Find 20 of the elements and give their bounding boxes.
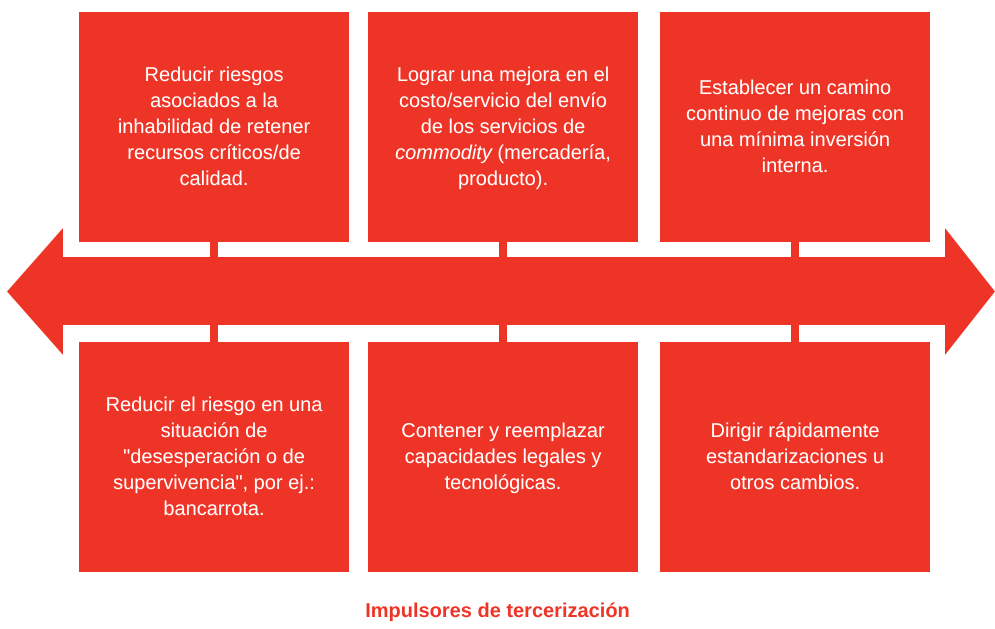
text-box (660, 12, 930, 242)
text-box (79, 12, 349, 242)
connector-line (791, 325, 799, 342)
box-text: Dirigir rápidamente estandarizaciones u otros cambios. (705, 419, 885, 496)
box-text: Lograr una mejora en el costo/servicio del envío de los servicios de commodity (mercadería, producto). (394, 63, 612, 192)
box-text: Reducir riesgos asociados a la inhabilidad de retener recursos críticos/de calidad. (116, 63, 312, 192)
text-box (368, 342, 638, 572)
connector-line (791, 242, 799, 257)
text-box (660, 342, 930, 572)
box-text: Establecer un camino continuo de mejoras con una mínima inversión interna. (685, 76, 905, 179)
text-box (368, 12, 638, 242)
caption: Impulsores de tercerización (365, 600, 630, 622)
connector-line (210, 242, 218, 257)
text-box (79, 342, 349, 572)
box-text: Reducir el riesgo en una situación de "desesperación o de supervivencia", por ej.: bancarrota. (104, 393, 324, 522)
connector-line (499, 325, 507, 342)
connector-line (499, 242, 507, 257)
connector-line (210, 325, 218, 342)
double-headed-arrow (7, 228, 995, 355)
box-text: Contener y reemplazar capacidades legales y tecnológicas. (400, 419, 606, 496)
